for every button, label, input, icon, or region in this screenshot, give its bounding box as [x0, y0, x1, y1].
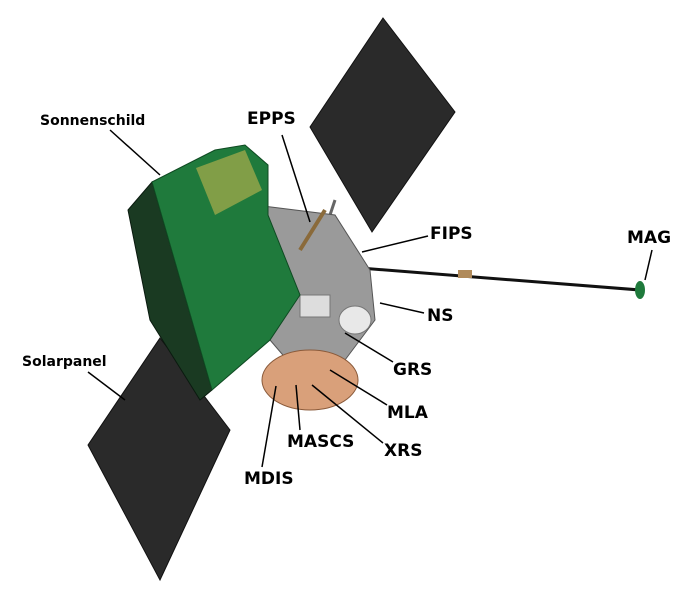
sunshade-side — [127, 180, 213, 401]
magnetometer — [635, 281, 645, 299]
label-mag: MAG — [627, 228, 672, 248]
ns-instrument — [338, 305, 372, 335]
sunshade — [151, 144, 301, 391]
label-fips: FIPS — [430, 224, 473, 244]
label-mdis: MDIS — [244, 469, 294, 489]
label-epps: EPPS — [247, 109, 296, 129]
label-mascs: MASCS — [287, 432, 355, 452]
solar-panel-top — [309, 17, 456, 233]
epps-instrument — [298, 208, 327, 252]
leader-lines — [87, 129, 653, 468]
instrument-deck — [261, 349, 359, 411]
boom-hinge — [458, 270, 472, 278]
sunshade-patch — [196, 150, 262, 215]
magnetometer-boom — [359, 266, 641, 292]
label-sunshade: Sonnenschild — [40, 113, 146, 129]
label-ns: NS — [427, 306, 454, 326]
label-solar-panel: Solarpanel — [22, 354, 107, 370]
label-mla: MLA — [387, 403, 428, 423]
grs-instrument — [299, 294, 331, 318]
label-xrs: XRS — [384, 441, 423, 461]
label-grs: GRS — [393, 360, 433, 380]
